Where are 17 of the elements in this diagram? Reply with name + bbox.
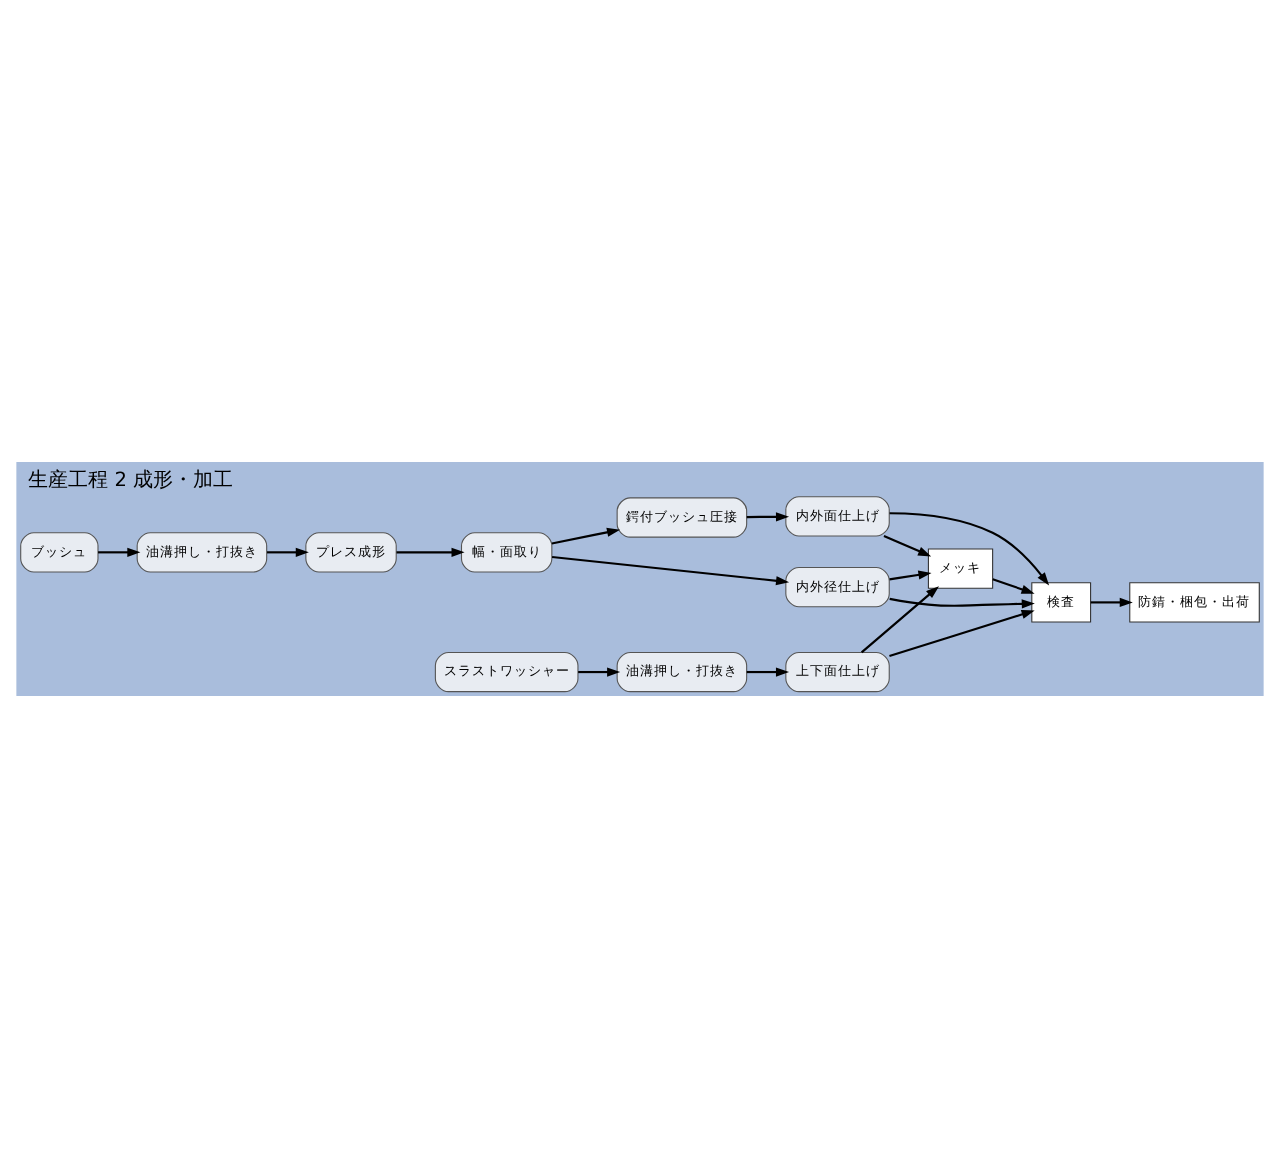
arrow [98, 547, 141, 557]
arrow [396, 547, 465, 557]
arrow [889, 512, 1050, 586]
arrow [267, 547, 309, 557]
arrow [889, 597, 1035, 609]
arrow [992, 578, 1035, 594]
arrow [1090, 597, 1133, 607]
arrow [889, 570, 932, 581]
arrow [551, 555, 790, 586]
arrow [883, 535, 932, 557]
arrow [746, 512, 790, 522]
diagram-title: 生産工程 2 成形・加工 [28, 470, 234, 493]
arrow [860, 586, 940, 654]
arrow [746, 667, 790, 677]
arrow [889, 609, 1035, 658]
arrow [578, 667, 621, 677]
arrow [551, 527, 621, 545]
